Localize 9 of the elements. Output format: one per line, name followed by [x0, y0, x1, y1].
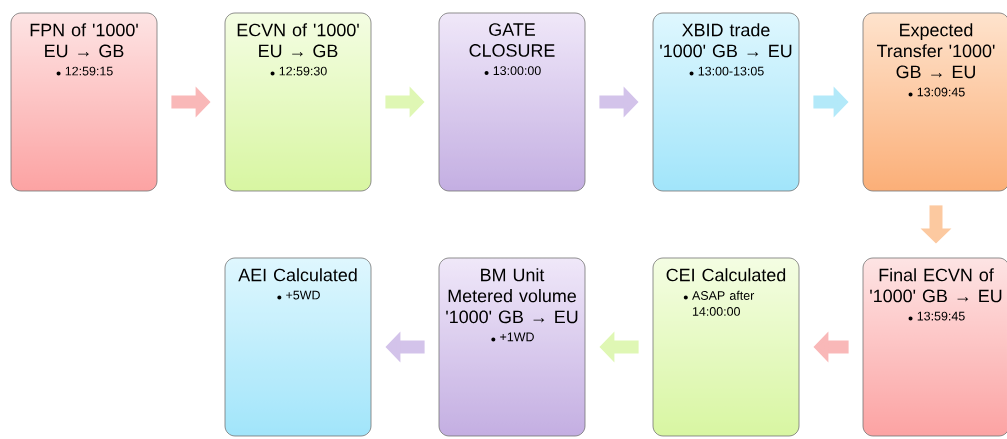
process-box: AEI Calculated +5WD [224, 257, 372, 437]
process-box: Expected Transfer '1000' GB → EU 13:09:45 [862, 12, 1007, 192]
process-box: ECVN of '1000' EU → GB 12:59:30 [224, 12, 372, 192]
process-box: Final ECVN of '1000' GB → EU 13:59:45 [862, 257, 1007, 437]
process-box: GATE CLOSURE 13:00:00 [438, 12, 586, 192]
process-box: CEI Calculated ASAP after 14:00:00 [652, 257, 800, 437]
process-box: XBID trade '1000' GB → EU 13:00-13:05 [652, 12, 800, 192]
process-box: FPN of '1000' EU → GB 12:59:15 [10, 12, 158, 192]
process-box: BM Unit Metered volume '1000' GB → EU +1WD [438, 257, 586, 437]
